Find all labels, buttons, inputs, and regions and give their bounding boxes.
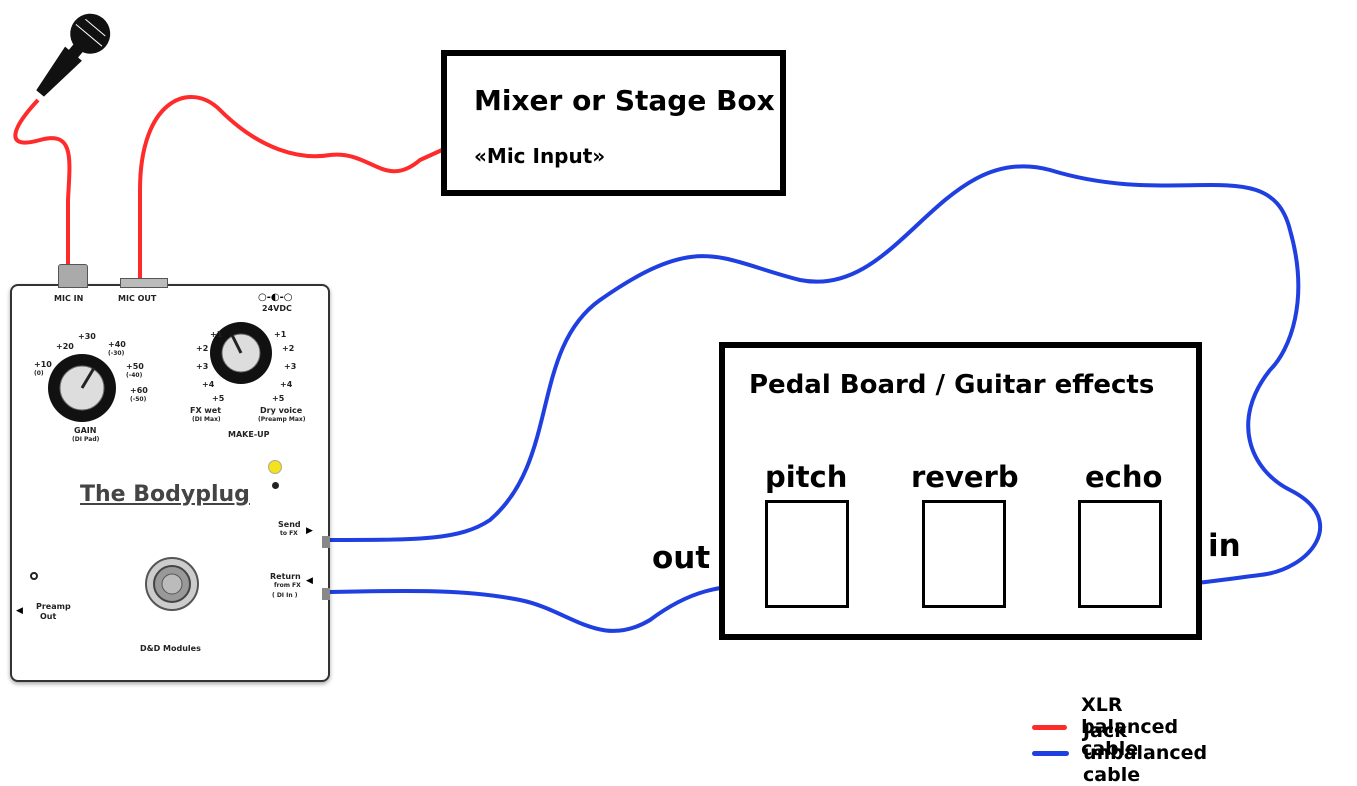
legend-item-jack: Jack unbalanced cable — [1032, 720, 1230, 786]
pedal-label-echo: echo — [1085, 460, 1163, 494]
makeup-tick-3-left: +3 — [196, 362, 209, 371]
makeup-tick-1-right: +1 — [274, 330, 287, 339]
gain-tick-sub-50: (-50) — [130, 396, 147, 403]
send-arrow-icon: ▶ — [306, 526, 313, 536]
gain-sub-label: (DI Pad) — [72, 436, 100, 443]
signal-flow-diagram: Mixer or Stage Box «Mic Input» Pedal Boa… — [10, 13, 1323, 786]
pedalboard-box: Pedal Board / Guitar effects pitch rever… — [719, 342, 1202, 640]
gain-tick-10: +10 — [34, 360, 52, 369]
gain-tick-40: +40 — [108, 340, 126, 349]
send-jack[interactable] — [322, 536, 330, 548]
mixer-title: Mixer or Stage Box — [474, 84, 775, 117]
xlr-cable-mic — [13, 98, 72, 268]
led-screw — [272, 482, 279, 489]
makeup-tick-2-left: +2 — [196, 344, 209, 353]
makeup-tick-2-right: +2 — [282, 344, 295, 353]
jack-cable-return — [329, 583, 766, 633]
microphone-icon — [36, 13, 111, 97]
footswitch[interactable] — [142, 554, 202, 614]
power-label: 24VDC — [262, 304, 292, 313]
return-jack[interactable] — [322, 588, 330, 600]
gain-tick-sub-40: (-40) — [126, 372, 143, 379]
gain-tick-60: +60 — [130, 386, 148, 395]
gain-tick-20: +20 — [56, 342, 74, 351]
return-sub2-label: ( DI In ) — [272, 592, 298, 599]
pedal-label-pitch: pitch — [765, 460, 848, 494]
pedal-reverb — [922, 500, 1006, 608]
makeup-tick-4-right: +4 — [280, 380, 293, 389]
fx-wet-sub-label: (DI Max) — [192, 416, 221, 423]
dry-voice-label: Dry voice — [260, 406, 303, 415]
pedalboard-in-label: in — [1208, 528, 1241, 564]
gain-tick-30: +30 — [78, 332, 96, 341]
makeup-tick-3-right: +3 — [284, 362, 297, 371]
mic-out-label: MIC OUT — [118, 294, 157, 303]
send-sub-label: to FX — [280, 530, 298, 537]
gain-tick-sub-30: (-30) — [108, 350, 125, 357]
bodyplug-device: MIC IN MIC OUT ○-◐-○ 24VDC +10 +20 +30 +… — [10, 264, 330, 682]
legend-swatch-xlr — [1032, 724, 1068, 730]
return-arrow-icon: ◀ — [306, 576, 313, 586]
mic-out-connector[interactable] — [120, 278, 168, 288]
makeup-knob[interactable] — [204, 316, 278, 390]
return-sub-label: from FX — [274, 582, 301, 589]
makeup-tick-4-left: +4 — [202, 380, 215, 389]
pedalboard-out-label: out — [652, 540, 711, 576]
led-indicator — [268, 460, 282, 474]
send-label: Send — [278, 520, 301, 529]
mixer-subtitle: «Mic Input» — [474, 144, 606, 168]
gain-knob[interactable] — [42, 348, 122, 428]
preamp-out-label: Preamp — [36, 602, 71, 611]
legend-label-jack: Jack unbalanced cable — [1083, 720, 1208, 786]
mixer-box: Mixer or Stage Box «Mic Input» — [441, 50, 786, 196]
makeup-tick-1-left: +1 — [210, 330, 223, 339]
preamp-out-arrow-icon: ◀ — [16, 606, 23, 616]
pedal-label-reverb: reverb — [911, 460, 1019, 494]
gain-tick-sub-0: (0) — [34, 370, 44, 377]
xlr-cable-mixer — [138, 95, 443, 282]
makeup-label: MAKE-UP — [228, 430, 270, 439]
pedal-pitch — [765, 500, 849, 608]
legend-swatch-jack — [1032, 750, 1070, 756]
gain-tick-50: +50 — [126, 362, 144, 371]
fx-wet-label: FX wet — [190, 406, 222, 415]
mic-in-label: MIC IN — [54, 294, 84, 303]
return-label: Return — [270, 572, 301, 581]
preamp-out-label-2: Out — [40, 612, 57, 621]
power-jack-icon: ○-◐-○ — [258, 292, 293, 303]
gain-label: GAIN — [74, 426, 97, 435]
dry-voice-sub-label: (Preamp Max) — [258, 416, 306, 423]
jack-cable-send — [329, 164, 1323, 587]
pedalboard-title: Pedal Board / Guitar effects — [749, 370, 1155, 400]
mic-in-connector[interactable] — [58, 264, 88, 288]
maker-label: D&D Modules — [140, 644, 201, 653]
preamp-screw — [30, 572, 38, 580]
pedal-echo — [1078, 500, 1162, 608]
brand-logo: The Bodyplug — [80, 482, 250, 507]
makeup-tick-5-right: +5 — [272, 394, 285, 403]
makeup-tick-5-left: +5 — [212, 394, 225, 403]
